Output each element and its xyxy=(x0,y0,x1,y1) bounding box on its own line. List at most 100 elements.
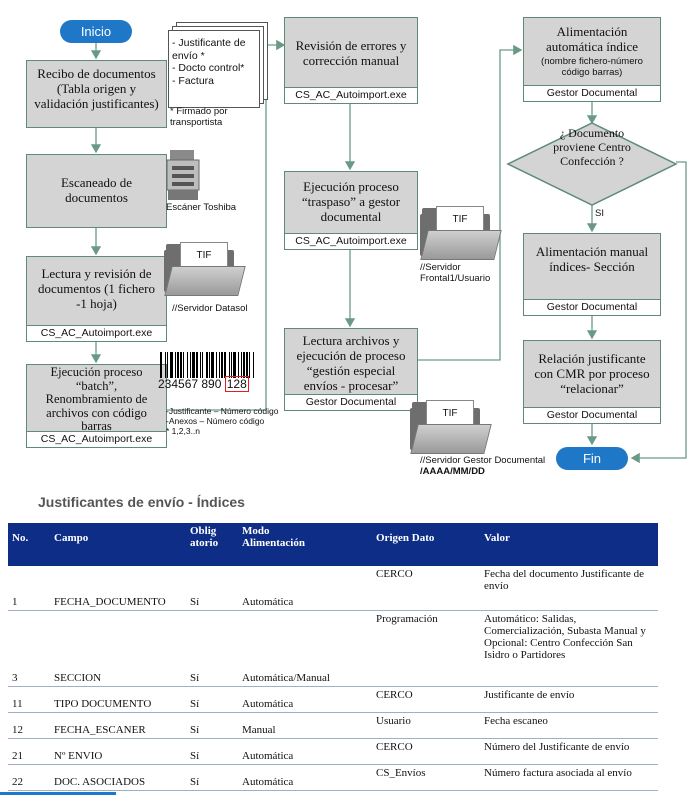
barcode-highlight: 128 xyxy=(224,376,249,392)
cell-modo: Automática xyxy=(238,686,372,713)
cell-valor: Justificante de envío xyxy=(480,686,658,713)
cell-no: 1 xyxy=(8,566,50,611)
cell-no: 12 xyxy=(8,712,50,739)
cell-campo: FECHA_DOCUMENTO xyxy=(50,566,186,611)
cell-origen: CERCO xyxy=(372,738,480,765)
cell-oblig: Sí xyxy=(186,738,238,765)
col-header-modo: Modo Alimentación xyxy=(238,523,372,566)
barcode-bar xyxy=(175,352,176,378)
escaneado-box: Escaneado de documentos xyxy=(26,154,167,228)
cell-valor: Fecha del documento Justificante de enví… xyxy=(480,566,658,611)
traspaso-text: Ejecución proceso “traspaso” a gestor do… xyxy=(301,179,401,224)
docs-note: * Firmado por transportista xyxy=(170,106,228,128)
barcode-bar xyxy=(165,352,166,378)
cell-no: 21 xyxy=(8,738,50,765)
cell-campo: SECCION xyxy=(50,610,186,687)
cell-origen: Usuario xyxy=(372,712,480,739)
barcode-bar xyxy=(167,352,168,378)
cell-campo: TIPO DOCUMENTO xyxy=(50,686,186,713)
recibo-text: Recibo de documentos (Tabla origen y val… xyxy=(34,66,159,111)
cell-no: 11 xyxy=(8,686,50,713)
lectura-footer: CS_AC_Autoimport.exe xyxy=(27,325,166,341)
docs-item: - Factura xyxy=(172,74,215,87)
table-header-row: No. Campo Oblig atorio Modo Alimentación… xyxy=(8,523,658,566)
cell-valor: Fecha escaneo xyxy=(480,712,658,739)
gestion-text: Lectura archivos y ejecución de proceso … xyxy=(296,333,406,393)
barcode-number: 234567 890 128 xyxy=(158,376,249,392)
docs-list: - Justificante de envío * - Docto contro… xyxy=(172,37,258,87)
cell-valor: Automático: Salidas, Comercialización, S… xyxy=(480,610,658,687)
servidor-gestor-name: //Servidor Gestor Documental xyxy=(420,455,546,466)
cell-modo: Automática xyxy=(238,738,372,765)
cell-oblig: Sí xyxy=(186,712,238,739)
barcode-bar xyxy=(160,352,162,378)
barcode-bar xyxy=(211,352,214,378)
barcode-bar xyxy=(209,352,210,378)
cell-modo: Manual xyxy=(238,712,372,739)
col-header-valor: Valor xyxy=(480,523,658,566)
scanner-icon xyxy=(166,150,200,200)
relacion-box: Relación justificante con CMR por proces… xyxy=(523,340,661,424)
batch-note: * 1,2,3..n xyxy=(166,426,201,436)
servidor-gestor-path: /AAAA/MM/DD xyxy=(420,466,485,477)
alim-manual-text: Alimentación manual índices- Sección xyxy=(535,244,649,274)
lectura-text: Lectura y revisión de documentos (1 fich… xyxy=(38,266,155,311)
servidor-datasol: //Servidor Datasol xyxy=(172,303,248,314)
start-label: Inicio xyxy=(80,24,112,39)
barcode-bar xyxy=(224,352,226,378)
barcode-bar xyxy=(249,352,250,378)
col-header-campo: Campo xyxy=(50,523,186,566)
relacion-footer: Gestor Documental xyxy=(524,407,660,423)
alim-auto-footer: Gestor Documental xyxy=(524,85,660,101)
cell-origen: Programación xyxy=(372,610,480,687)
col-header-no: No. xyxy=(8,523,50,566)
cell-modo: Automática xyxy=(238,566,372,611)
cell-origen: CS_Envíos xyxy=(372,764,480,791)
barcode-icon xyxy=(160,352,254,378)
barcode-bar xyxy=(216,352,217,378)
barcode-bar xyxy=(196,352,198,378)
barcode-digits: 234567 890 xyxy=(158,377,222,391)
cell-no: 3 xyxy=(8,610,50,687)
barcode-bar xyxy=(170,352,173,378)
scanner-label: Escáner Toshiba xyxy=(166,202,237,213)
servidor-frontal: //Servidor Frontal1/Usuario xyxy=(420,262,491,284)
barcode-bar xyxy=(243,352,245,378)
col-header-origen: Origen Dato xyxy=(372,523,480,566)
docs-item: - Docto control* xyxy=(172,62,245,74)
decision-yes-label: SI xyxy=(595,208,604,219)
gestion-footer: Gestor Documental xyxy=(285,394,417,410)
cell-oblig: Sí xyxy=(186,764,238,791)
cell-no: 22 xyxy=(8,764,50,791)
batch-notes: -Justificante – Número código -Anexos – … xyxy=(166,406,278,436)
tif-label: TIF xyxy=(180,242,228,270)
barcode-bar xyxy=(253,352,254,378)
lectura-box: Lectura y revisión de documentos (1 fich… xyxy=(26,256,167,342)
end-node: Fin xyxy=(556,447,628,470)
barcode-bar xyxy=(180,352,182,378)
start-node: Inicio xyxy=(60,20,132,43)
barcode-bar xyxy=(187,352,188,378)
alim-auto-text: Alimentación automática índice xyxy=(545,24,639,54)
barcode-bar xyxy=(177,352,179,378)
batch-footer: CS_AC_Autoimport.exe xyxy=(27,431,166,447)
section-title: Justificantes de envío - Índices xyxy=(38,494,245,510)
col-header-oblig: Oblig atorio xyxy=(186,523,238,566)
decision-text: ¿ Documento proviene Centro Confección ? xyxy=(553,126,631,168)
barcode-bar xyxy=(241,352,242,378)
barcode-bar xyxy=(206,352,208,378)
flow-connectors xyxy=(90,39,687,464)
cell-oblig: Sí xyxy=(186,566,238,611)
cell-modo: Automática xyxy=(238,764,372,791)
barcode-bar xyxy=(200,352,201,378)
barcode-bar xyxy=(192,352,195,378)
barcode-bar xyxy=(231,352,232,378)
indices-table: No. Campo Oblig atorio Modo Alimentación… xyxy=(8,523,658,791)
servidor-gestor: //Servidor Gestor Documental /AAAA/MM/DD xyxy=(420,455,545,477)
barcode-bar xyxy=(202,352,203,378)
